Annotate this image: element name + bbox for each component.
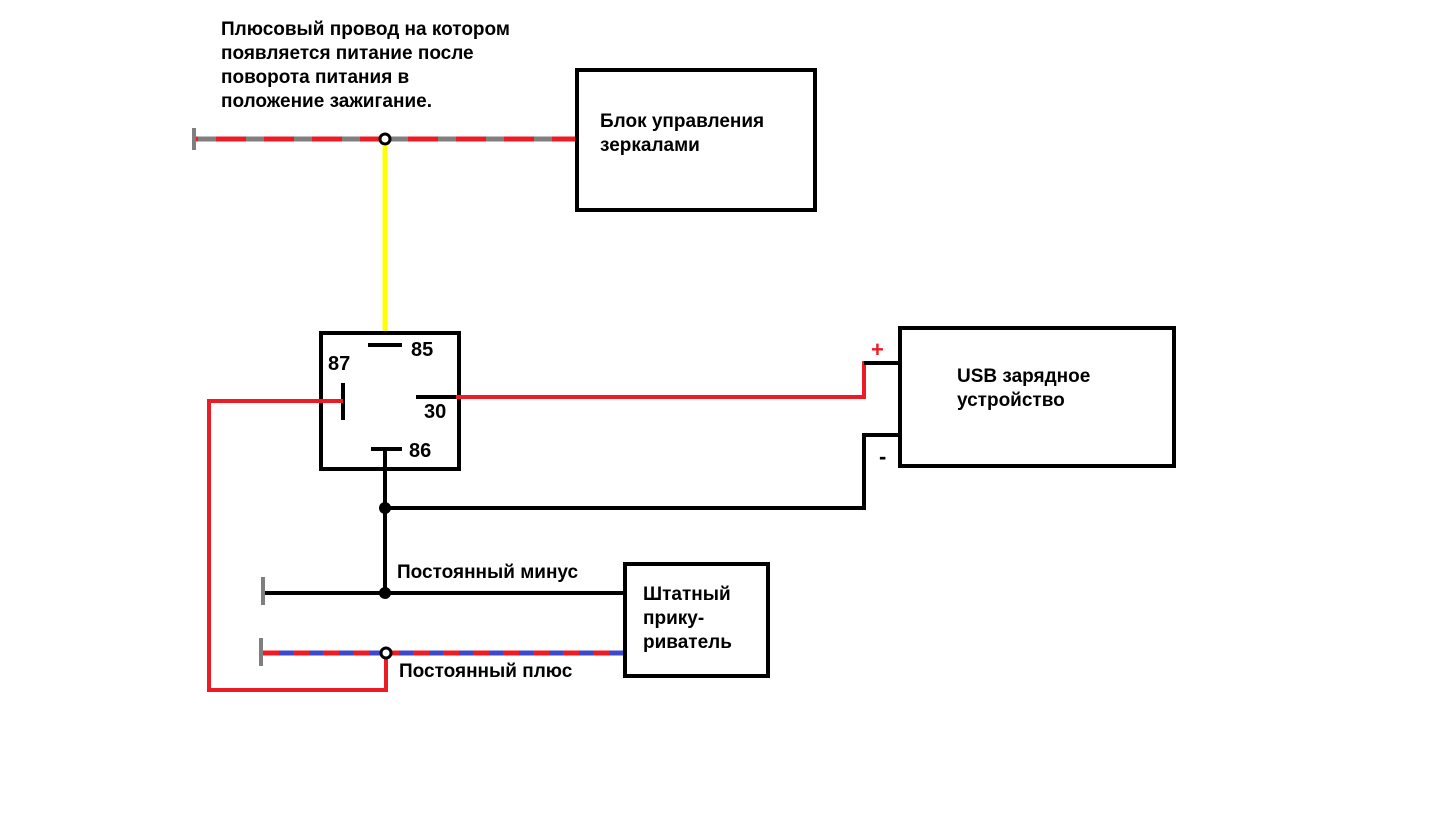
ignition-note-line-1: Плюсовый провод на котором xyxy=(221,19,510,40)
cigarette-lighter-box xyxy=(623,562,770,678)
relay-pin-86-label: 86 xyxy=(409,440,432,462)
mirror-control-unit-label: Блок управления зеркалами xyxy=(600,110,764,158)
cigarette-lighter-label: Штатный прику- риватель xyxy=(643,583,732,655)
ignition-note-line-3: поворота питания в xyxy=(221,67,410,88)
constant-plus-wire xyxy=(259,638,625,666)
ignition-note-line-2: появляется питание после xyxy=(221,43,474,64)
red-wire-30-to-usb xyxy=(456,361,901,399)
usb-label-line-1: USB зарядное xyxy=(957,366,1091,387)
usb-charger-box xyxy=(898,326,1176,468)
constant-plus-junction xyxy=(379,646,393,660)
relay-pin-30-label: 30 xyxy=(424,401,447,423)
ignition-note-line-4: положение зажигание. xyxy=(221,91,432,112)
constant-minus-junction xyxy=(379,587,391,599)
mirror-control-unit-box xyxy=(575,68,817,212)
mirror-label-line-1: Блок управления xyxy=(600,111,765,132)
lighter-label-line-1: Штатный xyxy=(643,584,731,605)
lighter-label-line-2: прику- xyxy=(643,608,705,629)
red-wire-87-to-constant-plus xyxy=(207,399,388,692)
ignition-wire-note: Плюсовый провод на котором появляется пи… xyxy=(221,18,510,114)
relay-pin-87-label: 87 xyxy=(328,353,351,375)
usb-label-line-2: устройство xyxy=(957,390,1065,411)
constant-plus-label: Постоянный плюс xyxy=(399,661,573,682)
plus-sign: + xyxy=(871,337,884,362)
lighter-label-line-3: риватель xyxy=(643,632,732,653)
minus-sign: - xyxy=(879,444,887,469)
constant-minus-label: Постоянный минус xyxy=(397,562,579,583)
usb-charger-label: USB зарядное устройство xyxy=(957,365,1090,413)
relay-pin-85-label: 85 xyxy=(411,339,434,361)
black-wire-86-to-usb-minus xyxy=(383,433,901,510)
ignition-junction xyxy=(378,132,392,146)
mirror-label-line-2: зеркалами xyxy=(600,135,700,156)
